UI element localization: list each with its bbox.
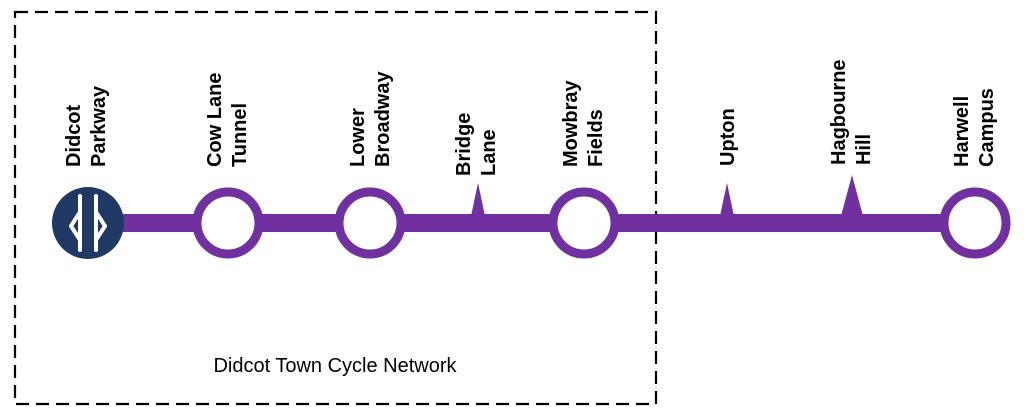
stop-hagbourne-hill-tick[interactable] [841,175,863,216]
stop-lower-broadway-marker[interactable] [334,187,406,259]
stop-label-didcot-parkway-line1: Didcot [63,104,85,167]
town-network-zone-border [13,10,658,406]
stop-bridge-lane-tick[interactable] [471,183,485,216]
stop-didcot-parkway[interactable] [52,187,124,259]
national-rail-icon [69,194,107,252]
stop-label-mowbray-fields-line2: Fields [585,109,607,167]
stop-label-bridge-lane-line1: Bridge [453,113,475,176]
stop-label-hagbourne-hill-line1: Hagbourne [828,59,850,165]
stop-upton-tick[interactable] [720,183,734,216]
zone-label: Didcot Town Cycle Network [213,355,457,377]
stop-mowbray-fields-marker[interactable] [548,187,620,259]
stop-harwell-campus-marker[interactable] [939,187,1011,259]
rail-station-marker [52,187,124,259]
stop-label-didcot-parkway-line2: Parkway [88,85,110,167]
stop-label-harwell-campus-line2: Campus [976,88,998,167]
stop-label-hagbourne-hill-line2: Hill [853,134,875,165]
stop-label-lower-broadway-line2: Broadway [372,71,394,167]
stop-label-cow-lane-tunnel-line2: Tunnel [229,103,251,167]
stop-label-harwell-campus-line1: Harwell [951,96,973,167]
stop-label-upton: Upton [717,108,739,166]
stop-label-cow-lane-tunnel-line1: Cow Lane [204,73,226,167]
stop-label-lower-broadway-line1: Lower [347,108,369,167]
stop-label-bridge-lane-line2: Lane [478,129,500,176]
stop-label-mowbray-fields-line1: Mowbray [560,79,582,167]
stop-cow-lane-tunnel-marker[interactable] [192,187,264,259]
